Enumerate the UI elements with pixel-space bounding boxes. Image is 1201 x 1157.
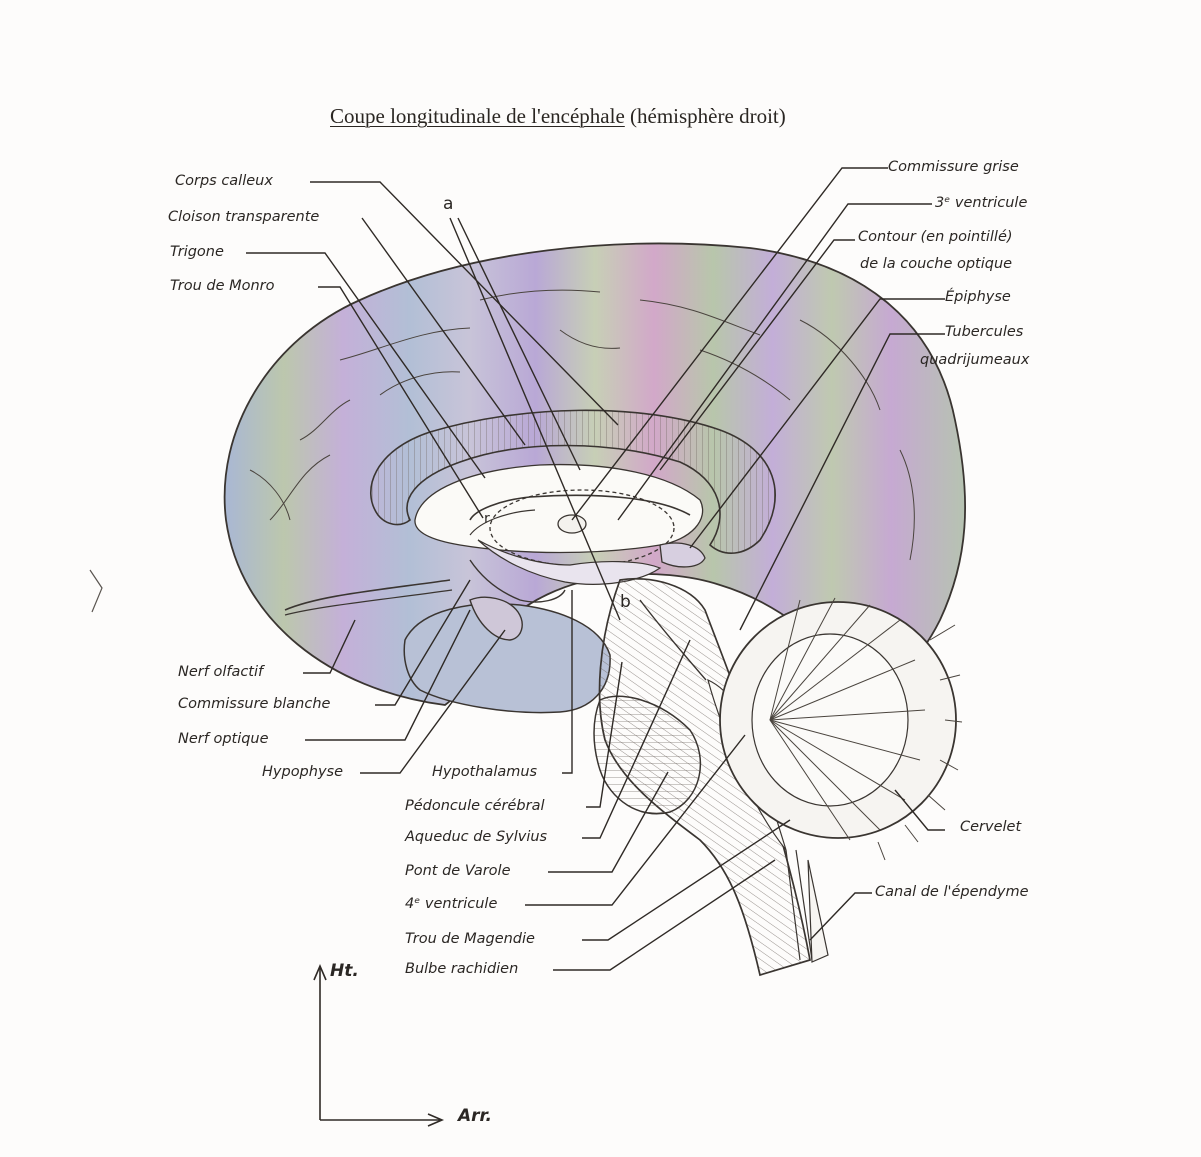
diagram-title: Coupe longitudinale de l'encéphale (hémi…: [330, 104, 950, 129]
label-hypothalamus: Hypothalamus: [432, 765, 537, 780]
title-suffix: (hémisphère droit): [625, 104, 786, 128]
marker-b: b: [620, 594, 631, 611]
label-trou-de-monro: Trou de Monro: [170, 279, 275, 294]
label-nerf-optique: Nerf optique: [178, 732, 269, 747]
axis-up-label: Ht.: [330, 963, 359, 980]
label-epiphyse: Épiphyse: [945, 290, 1011, 305]
pencil-mark: [90, 570, 102, 612]
label-aqueduc-sylvius: Aqueduc de Sylvius: [405, 830, 547, 845]
label-trou-magendie: Trou de Magendie: [405, 932, 535, 947]
label-pedoncule-cerebral: Pédoncule cérébral: [405, 799, 545, 814]
label-hypophyse: Hypophyse: [262, 765, 343, 780]
label-tubercules-line1: Tubercules: [945, 325, 1023, 340]
label-commissure-blanche: Commissure blanche: [178, 697, 330, 712]
label-nerf-olfactif: Nerf olfactif: [178, 665, 263, 680]
axis-right-label: Arr.: [458, 1108, 492, 1125]
label-cervelet: Cervelet: [960, 820, 1021, 835]
label-tubercules-line2: quadrijumeaux: [920, 353, 1029, 368]
label-trigone: Trigone: [170, 245, 224, 260]
title-main: Coupe longitudinale de l'encéphale: [330, 104, 625, 128]
label-pont-varole: Pont de Varole: [405, 864, 511, 879]
label-4e-ventricule: 4ᵉ ventricule: [405, 897, 497, 912]
label-bulbe-rachidien: Bulbe rachidien: [405, 962, 518, 977]
label-3e-ventricule: 3ᵉ ventricule: [935, 196, 1027, 211]
label-contour-line1: Contour (en pointillé): [858, 230, 1013, 245]
label-canal-ependyme: Canal de l'épendyme: [875, 885, 1029, 900]
marker-r: r: [484, 512, 490, 526]
orientation-axes: [314, 966, 442, 1126]
label-corps-calleux: Corps calleux: [175, 174, 273, 189]
label-commissure-grise: Commissure grise: [888, 160, 1019, 175]
label-cloison-transparente: Cloison transparente: [168, 210, 319, 225]
marker-a: a: [443, 196, 453, 213]
label-contour-line2: de la couche optique: [860, 257, 1012, 272]
